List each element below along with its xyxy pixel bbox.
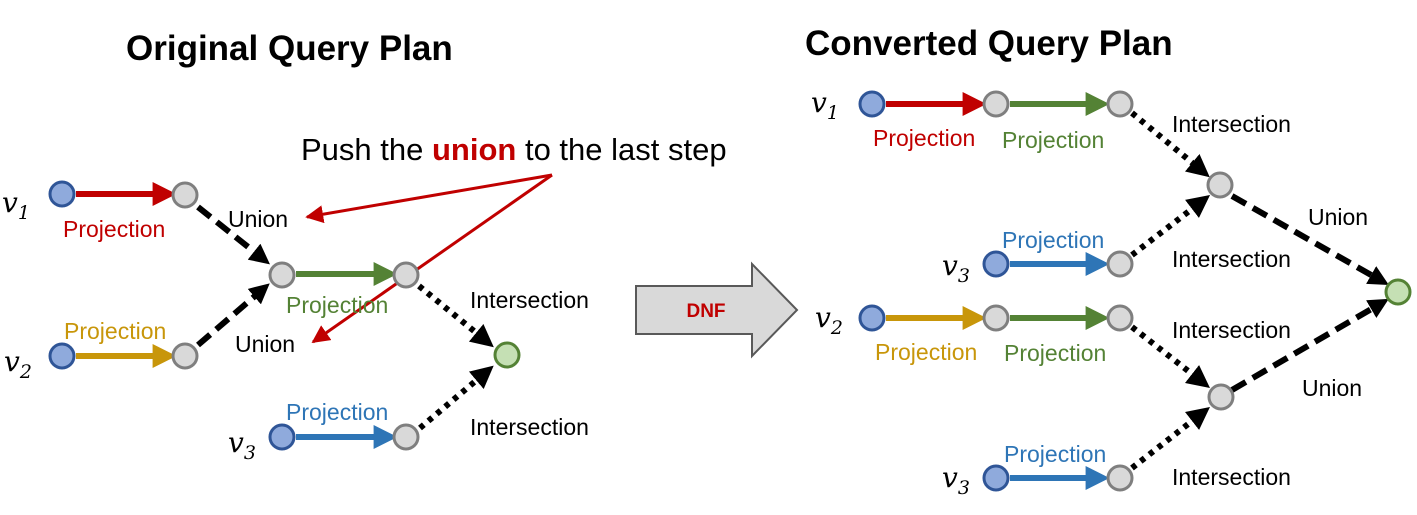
anchor-node-v2	[48, 342, 76, 370]
annotation-arrow-bottom	[311, 173, 553, 344]
dnf-label: DNF	[686, 301, 725, 322]
variable-v3: v3	[228, 426, 256, 464]
variable-v3: v3	[942, 249, 970, 287]
dnf-arrow-shape	[635, 261, 799, 359]
intersection-edge	[1130, 110, 1210, 178]
variable-v2: v2	[4, 345, 32, 383]
union-label-top: Union	[228, 206, 288, 232]
intersection-edge-bottom	[418, 365, 494, 431]
anchor-node-v3	[982, 464, 1010, 492]
intersection-node-top	[1206, 171, 1234, 199]
anchor-node-v1	[48, 180, 76, 208]
anchor-node-v1	[858, 90, 886, 118]
anchor-node-v2	[858, 304, 886, 332]
intermediate-node	[982, 90, 1010, 118]
union-node	[268, 261, 296, 289]
union-edge-bottom	[1230, 298, 1389, 393]
answer-node	[1384, 278, 1412, 306]
union-edge-top	[196, 204, 270, 265]
anchor-node-v3	[268, 423, 296, 451]
union-edge-bottom	[196, 283, 270, 348]
intermediate-node	[982, 304, 1010, 332]
variable-v3: v3	[942, 461, 970, 499]
intermediate-node	[1106, 464, 1134, 492]
variable-v1: v1	[2, 186, 30, 224]
intersection-label: Intersection	[1172, 317, 1291, 343]
intersection-edge	[1130, 406, 1210, 471]
intersection-label: Intersection	[1172, 111, 1291, 137]
projection-label-v1: Projection	[63, 216, 165, 242]
intermediate-node	[1106, 250, 1134, 278]
intermediate-node	[392, 423, 420, 451]
intersection-label: Intersection	[1172, 246, 1291, 272]
annotation-arrow-top	[305, 173, 553, 224]
original-plan: v1 v2 v3 Projection Projection Projectio…	[2, 132, 727, 464]
projection-label-chain: Projection	[286, 292, 388, 318]
intersection-edge-top	[417, 283, 494, 348]
intersection-node-bottom	[1207, 383, 1235, 411]
intermediate-node	[1106, 304, 1134, 332]
intersection-edge	[1130, 324, 1210, 389]
projection-label-v1: Projection	[873, 125, 975, 151]
projection-label-v2: Projection	[875, 339, 977, 365]
union-label-top: Union	[1308, 204, 1368, 230]
intersection-label-top: Intersection	[470, 287, 589, 313]
projection-label-v3: Projection	[1004, 441, 1106, 467]
intermediate-node	[171, 342, 199, 370]
annotation-text: Push the union to the last step	[301, 132, 727, 167]
variable-v1: v1	[811, 86, 839, 124]
intermediate-node	[1106, 90, 1134, 118]
projection-label-chain: Projection	[1002, 127, 1104, 153]
intersection-label: Intersection	[1172, 464, 1291, 490]
union-label-bottom: Union	[235, 331, 295, 357]
answer-node	[493, 341, 521, 369]
intersection-edge	[1130, 195, 1211, 258]
converted-plan-title: Converted Query Plan	[805, 24, 1173, 63]
variable-v2: v2	[815, 301, 843, 339]
projection-label-v3: Projection	[1002, 227, 1104, 253]
original-plan-title: Original Query Plan	[126, 29, 453, 68]
projection-label-v3: Projection	[286, 399, 388, 425]
anchor-node-v3	[982, 250, 1010, 278]
intermediate-node	[171, 181, 199, 209]
union-edge-top	[1230, 193, 1389, 286]
projection-label-chain: Projection	[1004, 340, 1106, 366]
union-label-bottom: Union	[1302, 375, 1362, 401]
dnf-transform-arrow: DNF	[635, 261, 799, 359]
intermediate-node	[392, 261, 420, 289]
projection-label-v2: Projection	[64, 318, 166, 344]
converted-plan: v1 v3 v2 v3 Projection Projection Projec…	[811, 86, 1412, 499]
intersection-label-bottom: Intersection	[470, 414, 589, 440]
